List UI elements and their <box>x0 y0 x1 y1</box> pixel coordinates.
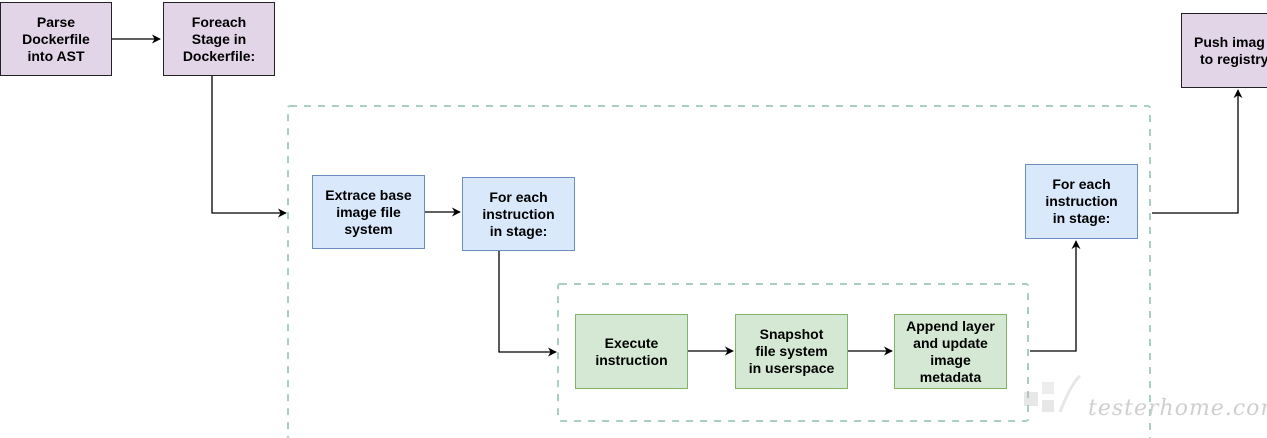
node-line: Foreach <box>191 13 247 30</box>
for-each-instruction-node: For each instruction in stage: <box>462 177 575 251</box>
for-each-instruction-end-node: For each instruction in stage: <box>1025 164 1138 239</box>
node-line: Dockerfile: <box>182 47 256 64</box>
node-line: in userspace <box>748 360 835 376</box>
node-line: in stage: <box>489 222 548 239</box>
node-line: For each <box>489 188 548 205</box>
node-line: Parse <box>36 13 76 30</box>
edge-instruction-group-to-for-each-end <box>1030 240 1081 352</box>
node-line: Extrace base <box>325 186 412 203</box>
edge-foreach-stage-to-group <box>211 76 287 218</box>
node-line: Execute <box>604 334 659 351</box>
node-line: file system <box>755 343 828 359</box>
watermark-text: testerhome.com <box>1088 396 1267 421</box>
watermark-logo <box>1024 374 1081 413</box>
node-line: Append layer <box>906 317 995 334</box>
foreach-stage-node: Foreach Stage in Dockerfile: <box>163 2 275 76</box>
node-line: system <box>344 220 393 237</box>
node-line: in stage: <box>1052 210 1111 226</box>
node-line: Dockerfile <box>22 30 90 47</box>
execute-instruction-node: Execute instruction <box>575 314 688 389</box>
parse-dockerfile-node: Parse Dockerfile into AST <box>0 2 112 76</box>
push-image-node: Push imag to registry <box>1181 13 1267 88</box>
node-line: instruction <box>1045 193 1118 209</box>
node-line: to registry <box>1200 50 1267 67</box>
instruction-group <box>557 283 1029 422</box>
node-line: For each <box>1052 176 1111 192</box>
extract-base-image-node: Extrace base image file system <box>312 175 425 249</box>
append-layer-node: Append layer and update image metadata <box>894 314 1007 389</box>
edge-for-each-to-instruction-group <box>498 251 557 357</box>
node-line: image file <box>336 203 401 220</box>
node-line: image <box>930 351 971 368</box>
node-line: Push imag <box>1194 33 1265 50</box>
node-line: instruction <box>595 351 668 368</box>
node-line: Snapshot <box>759 326 824 342</box>
node-line: Stage in <box>191 30 247 47</box>
edge-group-to-push <box>1152 89 1243 214</box>
node-line: into AST <box>27 47 85 64</box>
node-line: instruction <box>482 205 555 222</box>
node-line: and update <box>913 334 988 351</box>
node-line: metadata <box>919 368 982 385</box>
snapshot-file-system-node: Snapshot file system in userspace <box>735 314 848 389</box>
